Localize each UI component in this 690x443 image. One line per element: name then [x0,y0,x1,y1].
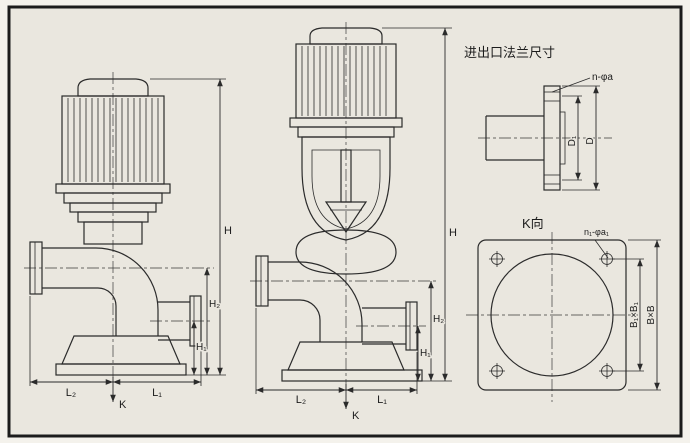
flange-bolt-hole [543,174,561,185]
dim-label-h2-right: H₂ [433,314,444,325]
discharge-elbow [42,247,159,336]
flange-pipe [485,115,544,161]
dim-label-l2-left: L₂ [66,387,76,399]
flange-bolt-label: n-φa [592,72,613,83]
dim-label-d: D [585,137,596,144]
discharge-flange [255,255,269,307]
dim-label-b1xb1: B₁×B₁ [629,301,640,328]
right-pump-dimensions: H H₂ H₁ L₂ L₁ K [255,27,459,424]
k-view-title: K向 [522,216,544,231]
dim-label-l2-right: L₂ [296,394,306,406]
dim-label-k-right: K [352,410,360,422]
dim-label-l1-right: L₁ [377,394,387,406]
left-pump-drawing [24,72,214,382]
flange-detail-title: 进出口法兰尺寸 [464,45,555,60]
k-view-bolt-label: n₁-φa₁ [584,227,609,237]
dim-label-l1-left: L₁ [152,387,162,399]
discharge-elbow [299,261,363,342]
dim-label-h-left: H [224,225,232,237]
impeller [324,201,368,234]
discharge-flange [29,241,43,295]
flange-detail-drawing: 进出口法兰尺寸 n-φa D₁ D [463,44,615,191]
base-plate-outline [477,239,627,391]
volute-casing [295,229,397,275]
left-pump-dimensions: H H₂ H₁ L₂ L₁ K [29,78,234,413]
motor-fins [67,98,159,182]
dim-label-h1-right: H₁ [420,348,431,359]
dim-label-h2-left: H₂ [209,299,220,310]
dim-label-d1: D₁ [567,135,578,146]
dim-label-h-right: H [449,227,457,239]
dim-label-k-left: K [119,399,127,411]
right-pump-drawing [250,22,438,392]
dim-label-h1-left: H₁ [196,342,207,353]
lantern-bracket [301,136,391,241]
base-plate-bore [490,253,614,377]
motor-fins [301,46,387,116]
dim-label-bxb: B×B [646,305,657,325]
k-view-drawing: K向 n₁-φa₁ B₁×B₁ B×B [466,215,661,402]
